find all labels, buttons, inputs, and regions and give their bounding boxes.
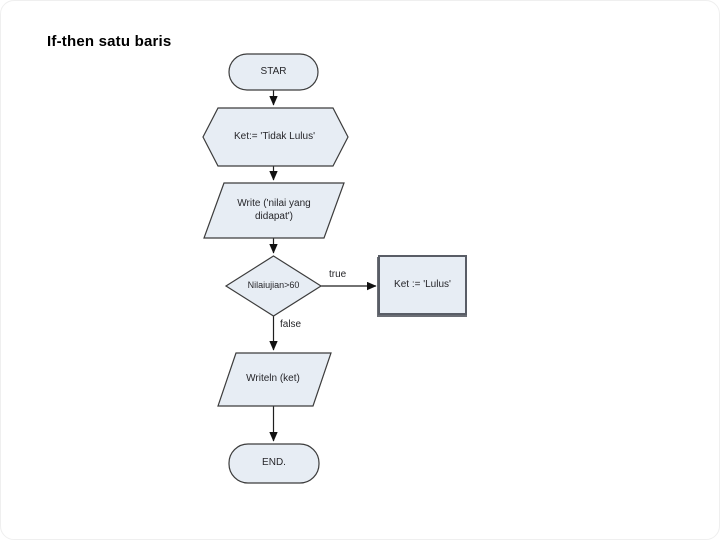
- io-parallelogram-writeln-shape: [217, 352, 332, 407]
- decision-label: Nilaiujian>60: [247, 280, 300, 291]
- preparation-hexagon-shape: [202, 107, 349, 167]
- terminator-end-shape: [228, 443, 320, 484]
- decision-diamond-shape: [224, 255, 323, 317]
- process-label: Ket := 'Lulus': [394, 278, 451, 290]
- io-write-label-line2: didapat'): [254, 210, 294, 222]
- terminator-start-label: STAR: [260, 65, 287, 77]
- process-rect-shape: [378, 255, 467, 315]
- preparation-label: Ket:= 'Tidak Lulus': [234, 130, 315, 142]
- io-parallelogram-write-shape: [203, 182, 345, 239]
- edge-true-label: true: [329, 269, 347, 280]
- io-write-label-line1: Write ('nilai yang: [237, 198, 311, 209]
- slide-title: If-then satu baris: [47, 33, 172, 50]
- terminator-start-shape: [228, 53, 319, 91]
- terminator-end-label: END.: [262, 457, 286, 469]
- edge-false-label: false: [280, 319, 302, 330]
- io-writeln-label: Writeln (ket): [246, 373, 300, 385]
- io-write-label: Write ('nilai yang didapat'): [219, 183, 329, 238]
